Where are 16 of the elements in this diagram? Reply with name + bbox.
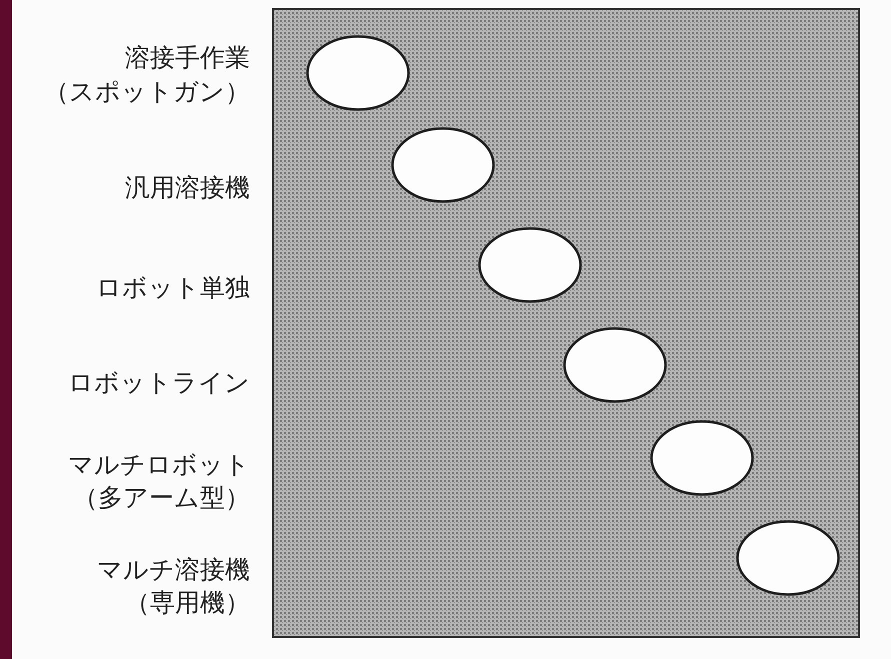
ellipse — [736, 520, 840, 596]
ellipse — [478, 227, 582, 303]
row-label: （専用機） — [125, 588, 250, 618]
row-label: 汎用溶接機 — [125, 173, 250, 203]
row-label: ロボットライン — [68, 368, 250, 398]
ellipse — [650, 420, 754, 496]
row-label: マルチロボット — [68, 450, 250, 480]
row-label: （多アーム型） — [73, 483, 250, 513]
row-label: 溶接手作業 — [125, 43, 250, 73]
ellipse — [563, 327, 667, 403]
ellipse — [306, 35, 410, 111]
row-label: ロボット単独 — [96, 273, 250, 303]
row-label: （スポットガン） — [44, 77, 250, 107]
stippled-panel — [272, 8, 860, 638]
row-label: マルチ溶接機 — [97, 555, 250, 585]
ellipse — [391, 127, 495, 203]
